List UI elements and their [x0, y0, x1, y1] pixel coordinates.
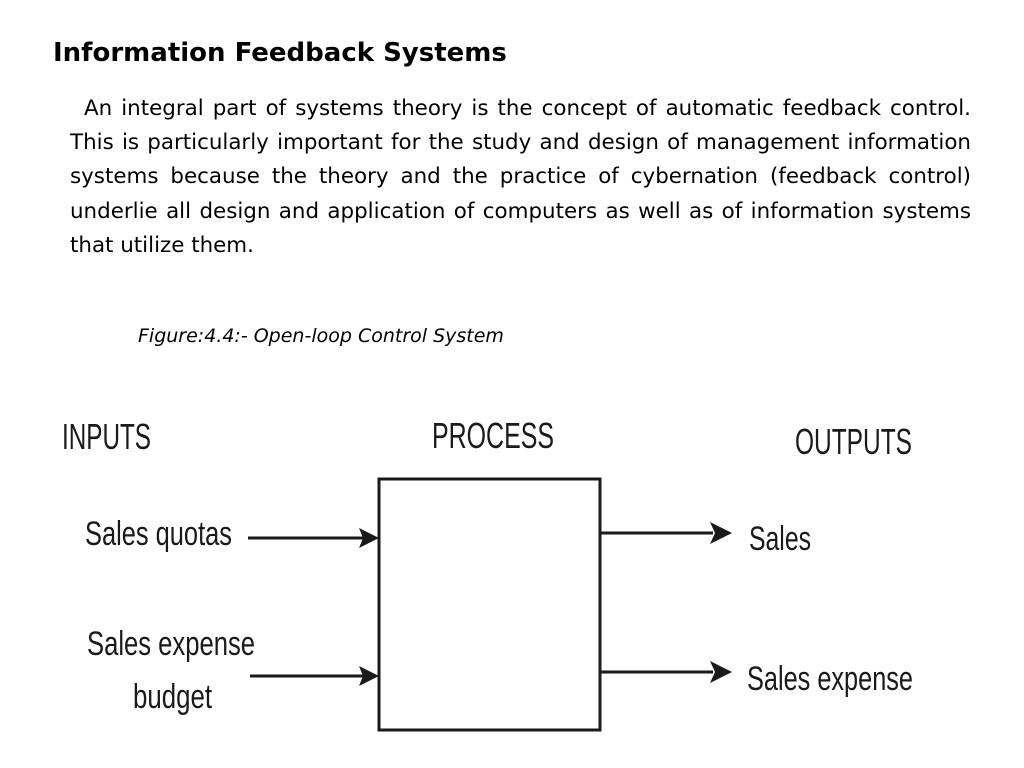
output-arrow-2 — [600, 661, 732, 683]
body-paragraph: An integral part of systems theory is th… — [70, 96, 971, 258]
process-header: PROCESS — [432, 415, 554, 456]
output-sales: Sales — [749, 520, 811, 558]
input-sales-expense-budget-line2: budget — [133, 678, 212, 716]
input-arrow-1 — [248, 528, 379, 548]
input-sales-quotas: Sales quotas — [85, 515, 232, 553]
outputs-header: OUTPUTS — [795, 421, 912, 462]
figure-caption: Figure:4.4:- Open-loop Control System — [138, 325, 504, 347]
output-arrow-1 — [600, 522, 732, 544]
inputs-header: INPUTS — [62, 416, 151, 457]
output-sales-expense: Sales expense — [747, 660, 913, 698]
process-box — [377, 477, 602, 732]
slide-title: Information Feedback Systems — [53, 38, 507, 68]
input-sales-expense-budget-line1: Sales expense — [87, 625, 255, 663]
input-arrow-2 — [250, 666, 379, 686]
